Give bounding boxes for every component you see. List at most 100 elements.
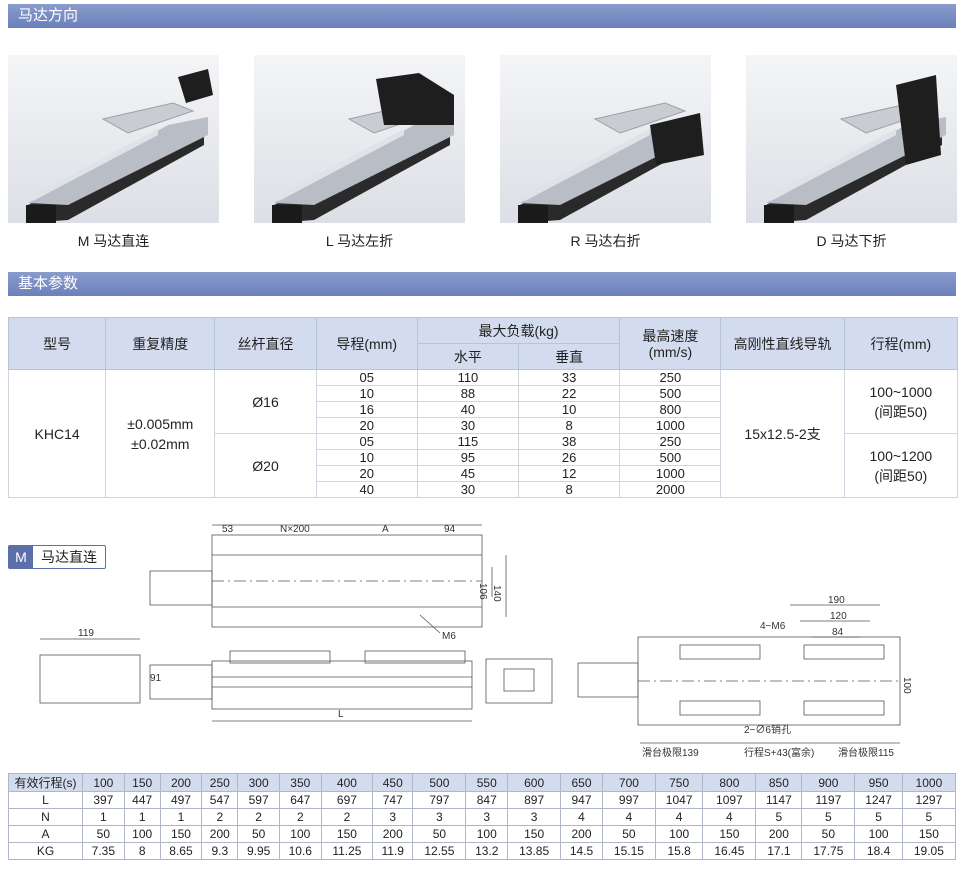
caption-r: R 马达右折 xyxy=(570,233,641,249)
table-cell: 100 xyxy=(465,825,509,843)
dim-91: 91 xyxy=(150,673,162,684)
table-cell: 300 xyxy=(237,773,280,792)
actuator-l-illustration xyxy=(272,73,454,223)
table-cell: 4 xyxy=(702,808,757,826)
section-header-basic-params: 基本参数 xyxy=(8,272,956,296)
row-label: L xyxy=(8,791,83,809)
table-cell: 18.4 xyxy=(854,842,903,860)
table-cell: 150 xyxy=(507,825,562,843)
table-cell: 847 xyxy=(465,791,509,809)
table-cell: 7.35 xyxy=(82,842,125,860)
col-screw-dia: 丝杆直径 xyxy=(214,317,317,370)
table-row: Ø20 05 115 38 250 100~1200 (间距50) xyxy=(9,433,959,498)
speed-cell: 500 xyxy=(619,385,722,402)
table-cell: 900 xyxy=(801,773,856,792)
dia-cell: Ø16 xyxy=(214,369,317,434)
dim-140: 140 xyxy=(491,585,502,602)
table-cell: 350 xyxy=(278,773,322,792)
table-cell: 150 xyxy=(123,773,161,792)
lead-cell: 10 xyxy=(315,449,418,466)
stroke-cell: 100~1200 (间距50) xyxy=(843,433,959,498)
col-vertical: 垂直 xyxy=(518,343,621,370)
dim-4xm6: 4−M6 xyxy=(760,621,786,632)
table-cell: 550 xyxy=(465,773,509,792)
table-cell: 647 xyxy=(278,791,322,809)
table-cell: 17.75 xyxy=(801,842,856,860)
dim-84: 84 xyxy=(832,627,844,638)
dim-53: 53 xyxy=(222,524,234,535)
table-cell: 697 xyxy=(320,791,374,809)
dim-a: A xyxy=(382,524,389,535)
table-cell: 8 xyxy=(123,842,161,860)
table-cell: 14.5 xyxy=(560,842,603,860)
speed-cell: 500 xyxy=(619,449,722,466)
hload-cell: 95 xyxy=(416,449,520,466)
table-cell: 5 xyxy=(801,808,856,826)
section-title: 基本参数 xyxy=(18,275,79,292)
hload-cell: 40 xyxy=(416,401,520,418)
hload-cell: 88 xyxy=(416,385,520,402)
table-cell: 4 xyxy=(560,808,603,826)
caption-l: L 马达左折 xyxy=(325,233,394,249)
table-cell: 100 xyxy=(82,773,125,792)
lead-cell: 20 xyxy=(315,417,418,434)
table-cell: 11.25 xyxy=(320,842,374,860)
technical-drawing: 53 N×200 A 94 106 140 M6 119 91 L 190 12… xyxy=(39,524,912,759)
actuator-m-illustration xyxy=(26,69,213,223)
table-cell: 50 xyxy=(412,825,467,843)
table-cell: 100 xyxy=(123,825,161,843)
table-cell: 50 xyxy=(601,825,656,843)
table-cell: 1147 xyxy=(755,791,803,809)
table-cell: 100 xyxy=(278,825,322,843)
speed-cell: 250 xyxy=(619,369,722,386)
speed-cell: 1000 xyxy=(619,417,722,434)
dim-120: 120 xyxy=(830,611,847,622)
dim-100: 100 xyxy=(901,677,912,694)
table-cell: 400 xyxy=(320,773,374,792)
table-cell: 9.3 xyxy=(201,842,239,860)
table-cell: 16.45 xyxy=(702,842,757,860)
table-cell: 850 xyxy=(755,773,803,792)
hload-cell: 30 xyxy=(416,417,520,434)
col-model: 型号 xyxy=(7,317,107,370)
table-cell: 150 xyxy=(702,825,757,843)
section-header-motor-direction: 马达方向 xyxy=(8,4,956,28)
table-cell: 200 xyxy=(159,773,203,792)
table-row: 10 88 22 500 xyxy=(9,385,958,402)
table-cell: 15.8 xyxy=(654,842,704,860)
table-cell: 8.65 xyxy=(159,842,203,860)
table-cell: 547 xyxy=(201,791,239,809)
table-cell: 750 xyxy=(654,773,704,792)
vload-cell: 26 xyxy=(518,449,621,466)
motor-direct-label: M 马达直连 xyxy=(8,545,106,569)
table-cell: 497 xyxy=(159,791,203,809)
table-cell: 447 xyxy=(123,791,161,809)
table-cell: 50 xyxy=(82,825,125,843)
speed-cell: 250 xyxy=(619,433,722,450)
table-cell: 700 xyxy=(601,773,656,792)
table-cell: 897 xyxy=(507,791,562,809)
speed-cell: 2000 xyxy=(619,481,722,498)
motor-direct-image xyxy=(8,55,219,223)
vload-cell: 38 xyxy=(518,433,621,450)
end-view-left xyxy=(39,654,141,704)
table-cell: 797 xyxy=(412,791,467,809)
bottom-view-motor xyxy=(577,662,639,698)
table-cell: 9.95 xyxy=(237,842,280,860)
table-cell: 4 xyxy=(654,808,704,826)
rail-cell: 15x12.5-2支 xyxy=(720,369,845,498)
table-cell: 650 xyxy=(560,773,603,792)
table-cell: 747 xyxy=(372,791,414,809)
table-cell: 2 xyxy=(278,808,322,826)
dim-limit-139: 滑台极限139 xyxy=(642,746,699,759)
table-cell: 200 xyxy=(755,825,803,843)
table-cell: 12.55 xyxy=(412,842,467,860)
actuator-d-illustration xyxy=(764,75,946,223)
table-cell: 3 xyxy=(372,808,414,826)
table-cell: 2 xyxy=(201,808,239,826)
